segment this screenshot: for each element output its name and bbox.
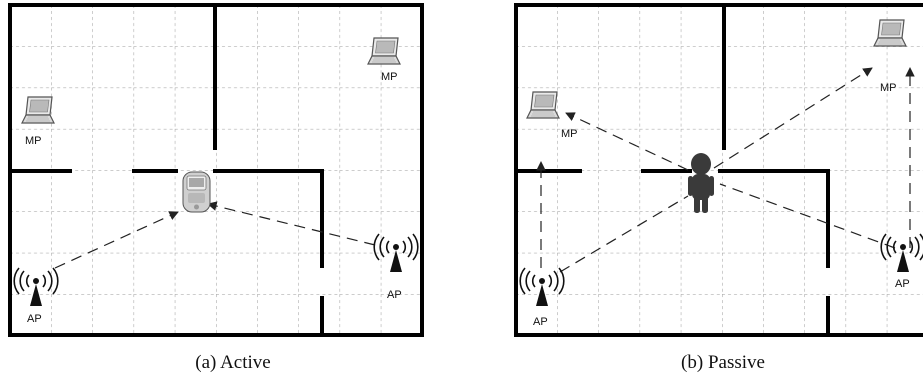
- person-icon: [688, 153, 714, 213]
- signal-path-ap-right-to-person: [719, 183, 896, 249]
- signal-path-person-to-mp-top: [713, 67, 873, 169]
- ap-label: AP: [27, 313, 42, 325]
- mp-label: MP: [561, 128, 578, 140]
- mobile-device-icon: [182, 171, 211, 213]
- ap-label: AP: [387, 289, 402, 301]
- signal-path-right: [207, 201, 376, 246]
- ap-label: AP: [533, 316, 548, 328]
- caption-active: (a) Active: [195, 352, 271, 373]
- panel-passive: MP MP AP AP: [514, 3, 923, 337]
- signal-paths: [54, 201, 376, 269]
- mp-label: MP: [25, 135, 42, 147]
- signal-path-left: [54, 211, 179, 269]
- mp-label: MP: [880, 82, 897, 94]
- signal-path-ap-left-to-person: [559, 195, 689, 273]
- mp-label: MP: [381, 71, 398, 83]
- walls: [514, 3, 923, 337]
- signal-paths: [536, 67, 915, 273]
- ap-label: AP: [895, 278, 910, 290]
- caption-passive: (b) Passive: [681, 352, 765, 373]
- walls: [8, 3, 424, 337]
- panel-active: MP MP AP AP: [8, 3, 424, 337]
- signal-path-person-to-mp-left: [565, 112, 689, 171]
